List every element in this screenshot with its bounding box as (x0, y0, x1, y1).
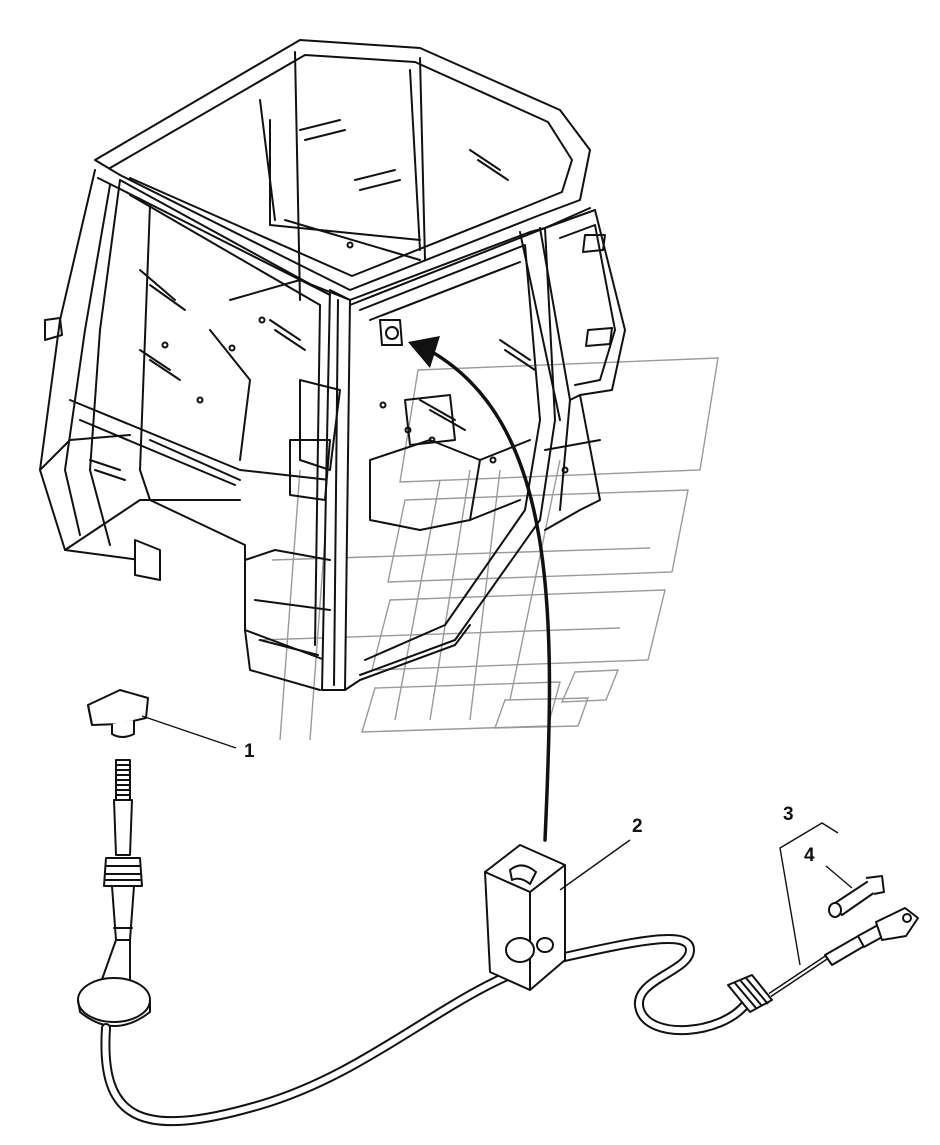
leader-line-1 (141, 715, 237, 749)
knob-part (87, 689, 149, 738)
callout-label-4: 4 (804, 845, 815, 866)
callout-label-2: 2 (632, 816, 643, 837)
leader-lines-3-4 (779, 822, 853, 966)
callout-label-3: 3 (783, 804, 794, 825)
callout-label-1: 1 (244, 741, 255, 762)
mount-location-arrow (408, 336, 552, 842)
cable-end-fitting-part (727, 907, 919, 1013)
tractor-cab (39, 39, 626, 691)
control-cable-part (77, 759, 750, 1127)
leader-line-2 (559, 839, 631, 891)
clip-pin-part (828, 875, 885, 918)
